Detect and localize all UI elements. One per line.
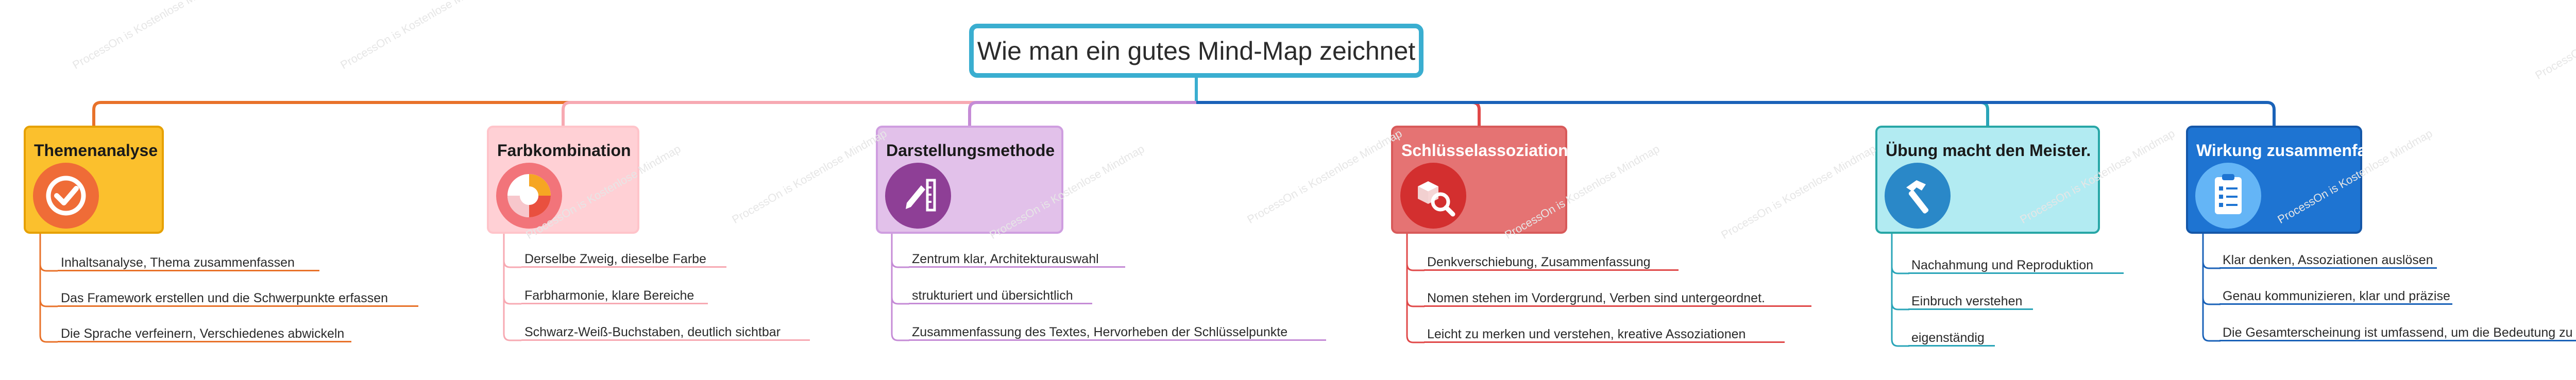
topic-title: Darstellungsmethode: [886, 141, 1055, 160]
leaf-connector: [2202, 261, 2221, 269]
leaf-underline: [58, 270, 319, 271]
leaf-underline: [1424, 341, 1785, 343]
leaf-underline: [58, 305, 418, 307]
hammer-icon: [1885, 163, 1951, 229]
branch-connector: [562, 101, 1196, 126]
leaf-connector: [1406, 335, 1425, 343]
leaf-underline: [2219, 267, 2437, 269]
leaf-text[interactable]: Inhaltsanalyse, Thema zusammenfassen: [61, 255, 295, 270]
leaf-text[interactable]: eigenständig: [1911, 331, 1985, 345]
leaf-text[interactable]: Genau kommunizieren, klar und präzise: [2223, 289, 2450, 303]
leaf-text[interactable]: Die Gesamterscheinung ist umfassend, um …: [2223, 325, 2576, 340]
leaf-text[interactable]: Die Sprache verfeinern, Verschiedenes ab…: [61, 326, 345, 341]
topic-schluesselassoziation[interactable]: Schlüsselassoziation: [1391, 126, 1568, 234]
leaf-connector: [503, 333, 521, 341]
leaf-connector: [1891, 302, 1909, 310]
leaf-connector: [39, 264, 58, 272]
leaf-underline: [521, 303, 708, 304]
leaf-underline: [909, 339, 1326, 341]
leaf-underline: [1908, 345, 1995, 347]
leaf-connector: [2202, 334, 2221, 342]
leaf-text[interactable]: Derselbe Zweig, dieselbe Farbe: [524, 252, 706, 266]
topic-title: Farbkombination: [497, 141, 631, 160]
leaf-connector: [39, 335, 58, 343]
leaf-text[interactable]: Einbruch verstehen: [1911, 294, 2023, 308]
branch-connector: [1196, 101, 1989, 126]
leaf-underline: [521, 266, 726, 268]
branch-connector: [968, 101, 1196, 126]
leaf-connector: [1891, 339, 1909, 347]
leaf-underline: [2219, 303, 2452, 305]
leaf-connector: [503, 297, 521, 305]
leaf-text[interactable]: Schwarz-Weiß-Buchstaben, deutlich sichtb…: [524, 325, 781, 339]
topic-darstellungsmethode[interactable]: Darstellungsmethode: [876, 126, 1063, 234]
leaf-connector: [1406, 299, 1425, 307]
magnifier-cube-icon: [1400, 163, 1466, 229]
leaf-underline: [1424, 305, 1811, 307]
clipboard-checklist-icon: [2195, 163, 2261, 229]
topic-title: Schlüsselassoziation: [1401, 141, 1568, 160]
leaf-underline: [909, 266, 1125, 268]
leaf-text[interactable]: Leicht zu merken und verstehen, kreative…: [1427, 327, 1746, 341]
topic-wirkung[interactable]: Wirkung zusammenfassen: [2186, 126, 2404, 234]
leaf-text[interactable]: Nachahmung und Reproduktion: [1911, 258, 2094, 272]
leaf-text[interactable]: strukturiert und übersichtlich: [912, 288, 1073, 303]
leaf-text[interactable]: Zentrum klar, Architekturauswahl: [912, 252, 1099, 266]
leaf-underline: [58, 341, 351, 342]
leaf-underline: [2219, 340, 2576, 341]
topic-themenanalyse[interactable]: Themenanalyse: [24, 126, 164, 234]
topic-title: Themenanalyse: [34, 141, 158, 160]
leaf-connector: [891, 333, 909, 341]
leaf-underline: [1908, 272, 2124, 274]
leaf-underline: [909, 303, 1092, 304]
leaf-underline: [1908, 308, 2033, 310]
leaf-underline: [521, 339, 810, 341]
branch-connector: [92, 101, 1196, 126]
topic-title: Übung macht den Meister.: [1886, 141, 2091, 160]
leaf-text[interactable]: Das Framework erstellen und die Schwerpu…: [61, 291, 388, 305]
topic-farbkombination[interactable]: Farbkombination: [487, 126, 639, 234]
branch-connector: [1196, 101, 1481, 126]
leaf-text[interactable]: Zusammenfassung des Textes, Hervorheben …: [912, 325, 1288, 339]
check-circle-icon: [33, 163, 99, 229]
leaf-connector: [2202, 297, 2221, 305]
root-title: Wie man ein gutes Mind-Map zeichnet: [977, 36, 1416, 65]
leaf-connector: [1406, 263, 1425, 271]
topic-uebung[interactable]: Übung macht den Meister.: [1875, 126, 2100, 234]
leaf-connector: [891, 297, 909, 305]
leaf-connector: [39, 299, 58, 307]
leaf-text[interactable]: Farbharmonie, klare Bereiche: [524, 288, 694, 303]
pencil-ruler-icon: [885, 163, 951, 229]
leaf-text[interactable]: Klar denken, Assoziationen auslösen: [2223, 253, 2433, 267]
root-topic[interactable]: Wie man ein gutes Mind-Map zeichnet: [969, 24, 1423, 78]
topic-title: Wirkung zusammenfassen: [2196, 141, 2404, 160]
leaf-connector: [503, 260, 521, 268]
branch-connector: [1196, 101, 2276, 126]
color-wheel-icon: [496, 163, 562, 229]
leaf-underline: [1424, 269, 1679, 271]
leaf-text[interactable]: Nomen stehen im Vordergrund, Verben sind…: [1427, 291, 1765, 305]
leaf-connector: [1891, 266, 1909, 274]
leaf-text[interactable]: Denkverschiebung, Zusammenfassung: [1427, 255, 1651, 269]
leaf-connector: [891, 260, 909, 268]
